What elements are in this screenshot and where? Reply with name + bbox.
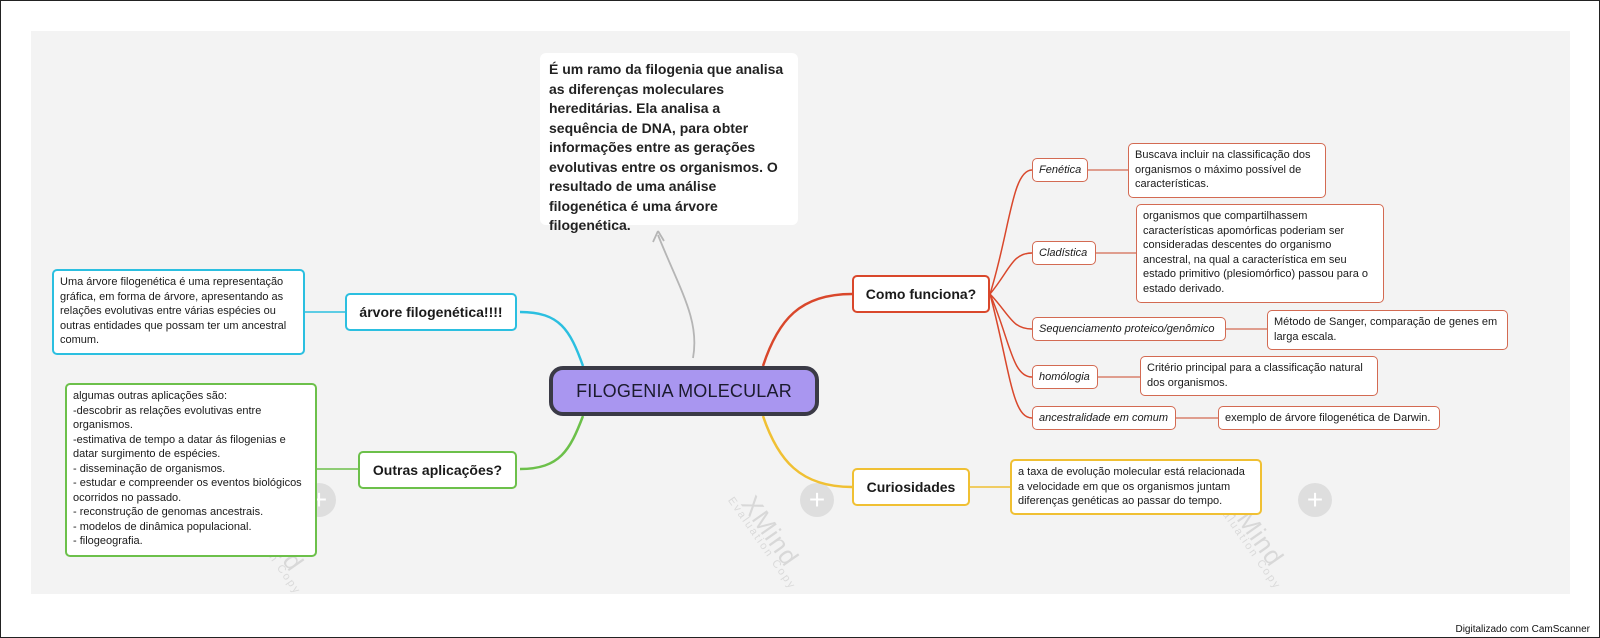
connector-como — [761, 292, 853, 367]
list-item: -estimativa de tempo a datar ás filogeni… — [73, 433, 286, 446]
fenetica-description: Buscava incluir na classificação dos org… — [1128, 143, 1326, 198]
connector-sequenciamento — [989, 293, 1033, 330]
sequenciamento-description: Método de Sanger, comparação de genes em… — [1267, 310, 1508, 350]
list-item: - reconstrução de genomas ancestrais. — [73, 506, 264, 518]
watermark-logo-icon: + — [1298, 483, 1332, 517]
watermark-logo-icon: + — [800, 483, 834, 517]
ancestralidade-description: exemplo de árvore filogenética de Darwin… — [1218, 406, 1440, 430]
subtopic-ancestralidade[interactable]: ancestralidade em comum — [1032, 406, 1176, 430]
list-item: - disseminação de organismos. — [73, 462, 226, 475]
homologia-description: Critério principal para a classificação … — [1140, 356, 1378, 396]
list-item: - modelos de dinâmica populacional. — [73, 520, 252, 533]
subtopic-homologia[interactable]: homólogia — [1032, 365, 1098, 389]
definition-callout: É um ramo da filogenia que analisa as di… — [540, 53, 798, 233]
connector-ancestralidade — [989, 293, 1033, 419]
connector-curiosidades — [761, 415, 853, 489]
list-item: ocorridos no passado. — [73, 491, 182, 504]
list-item: - filogeografia. — [73, 535, 143, 547]
topic-curiosidades[interactable]: Curiosidades — [852, 468, 970, 506]
connector-homologia — [989, 293, 1033, 378]
list-item: -descobrir as relações evolutivas entre — [73, 404, 262, 417]
connector-arvore — [519, 310, 585, 367]
callout-arrow — [657, 234, 696, 359]
connector-cladistica — [989, 252, 1033, 295]
subtopic-cladistica[interactable]: Cladística — [1032, 241, 1096, 265]
curiosidades-description: a taxa de evolução molecular está relaci… — [1010, 459, 1262, 515]
topic-arvore-filogenetica[interactable]: árvore filogenética!!!! — [345, 293, 517, 331]
topic-outras-aplicacoes[interactable]: Outras aplicações? — [358, 451, 517, 489]
scanner-footer: Digitalizado com CamScanner — [1455, 624, 1590, 635]
subtopic-fenetica[interactable]: Fenética — [1032, 158, 1088, 182]
callout-arrowhead — [652, 230, 665, 243]
list-item: organismos. — [73, 419, 133, 431]
subtopic-sequenciamento[interactable]: Sequenciamento proteico/genômico — [1032, 317, 1226, 341]
list-item: algumas outras aplicações são: — [73, 390, 228, 402]
connector-outras — [519, 415, 585, 471]
cladistica-description: organismos que compartilhassem caracterí… — [1136, 204, 1384, 303]
list-item: - estudar e compreender os eventos bioló… — [73, 477, 302, 489]
outras-aplicacoes-list: algumas outras aplicações são: -descobri… — [65, 383, 317, 557]
connector-fenetica — [989, 169, 1033, 295]
topic-como-funciona[interactable]: Como funciona? — [852, 275, 990, 313]
list-item: datar surgimento de espécies. — [73, 448, 221, 460]
central-topic[interactable]: FILOGENIA MOLECULAR — [549, 366, 819, 416]
arvore-description: Uma árvore filogenética é uma representa… — [52, 269, 305, 355]
